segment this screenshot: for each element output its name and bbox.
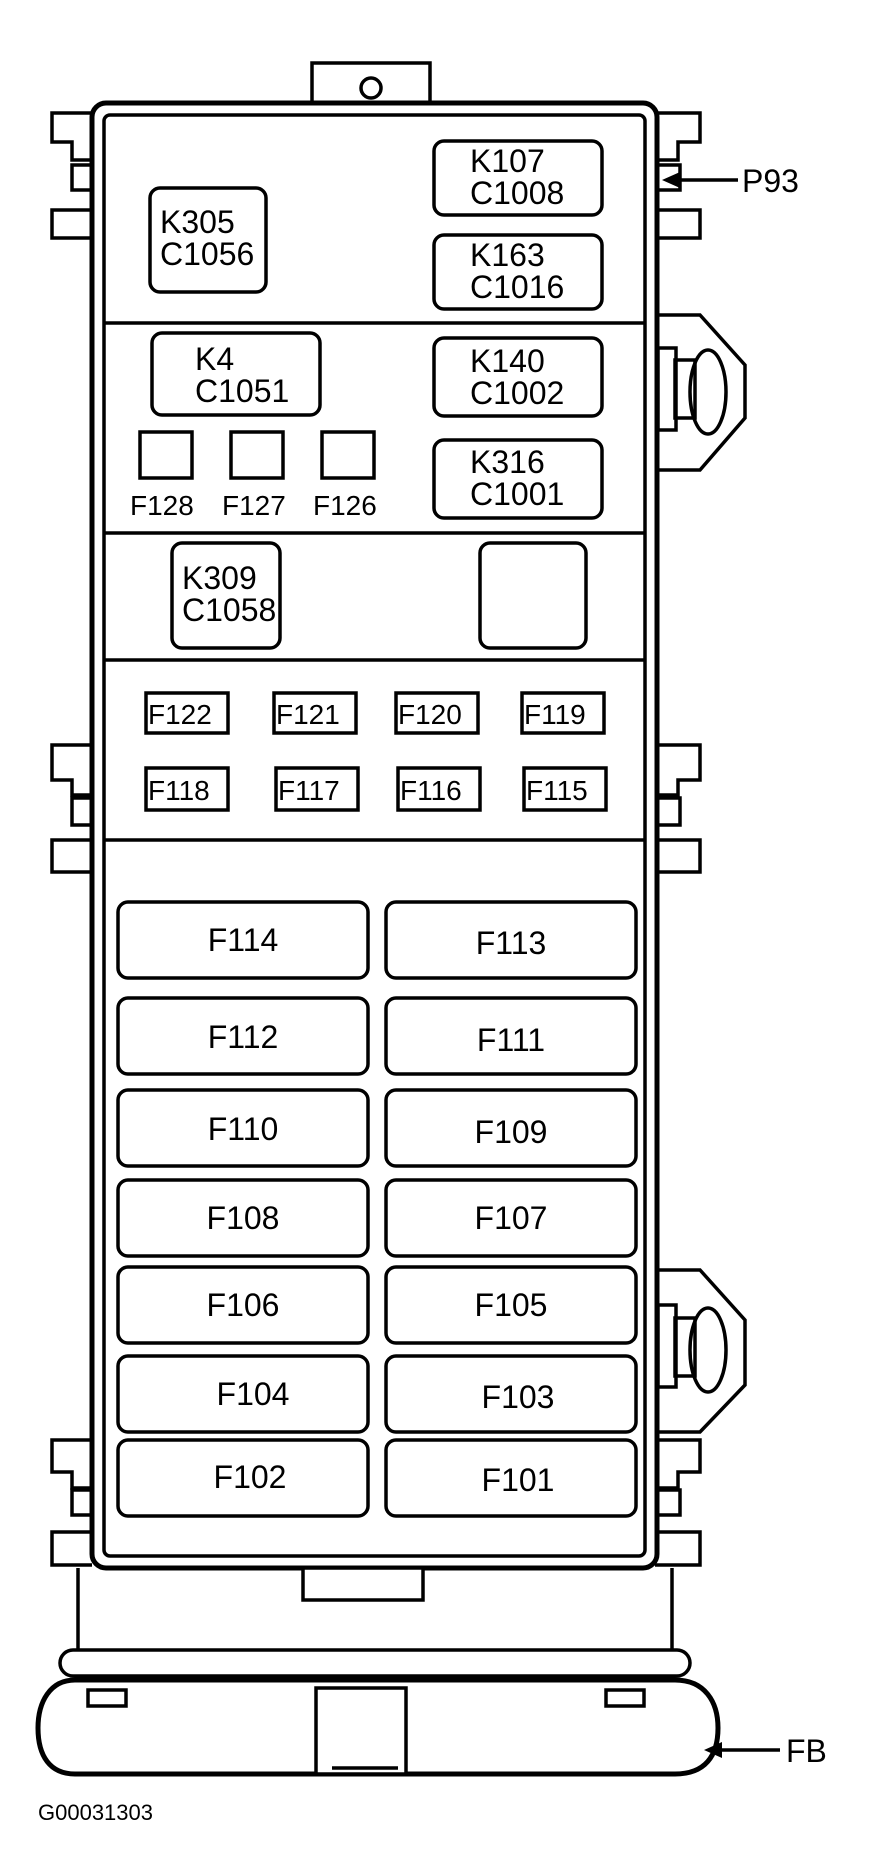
fuse-f105-label: F105: [475, 1287, 548, 1323]
relay-k4-name: K4: [195, 341, 234, 377]
fuse-f120-label: F120: [398, 699, 462, 730]
relay-k107-connector: C1008: [470, 175, 564, 211]
callout-p93-label: P93: [742, 163, 799, 199]
relay-k305: K305 C1056: [148, 186, 268, 294]
fuse-f103-label: F103: [482, 1379, 555, 1415]
fuse-f117: F117: [274, 766, 360, 812]
top-tab: [310, 61, 432, 105]
fuse-f106: F106: [116, 1265, 370, 1345]
callout-p93: P93: [662, 163, 799, 199]
fuse-f101: F101: [384, 1438, 638, 1518]
fuse-f128: F128: [130, 430, 194, 521]
fuse-f119-label: F119: [524, 699, 586, 730]
upper-latch: [656, 313, 747, 472]
fuse-f118-label: F118: [148, 775, 210, 806]
fuse-f103: F103: [384, 1354, 638, 1434]
fuse-f111: F111: [384, 996, 638, 1076]
mini-fuse-row-2: F118 F117 F116 F115: [144, 766, 608, 812]
figure-id: G00031303: [38, 1800, 153, 1825]
fuse-f117-label: F117: [278, 775, 340, 806]
fuse-f101-label: F101: [482, 1462, 555, 1498]
relay-k140: K140 C1002: [432, 336, 604, 418]
fuse-f127: F127: [222, 430, 286, 521]
fuse-f126-label: F126: [313, 490, 377, 521]
relay-k4: K4 C1051: [150, 331, 322, 417]
fuse-f118: F118: [144, 766, 230, 812]
fuse-f120: F120: [394, 691, 480, 735]
fuse-f102-label: F102: [214, 1459, 287, 1495]
fuse-f114: F114: [116, 900, 370, 980]
fuse-f109: F109: [384, 1088, 638, 1168]
fuse-f115-label: F115: [526, 775, 588, 806]
callout-fb-label: FB: [786, 1733, 827, 1769]
fuse-f112-label: F112: [208, 1019, 279, 1055]
relay-k316-name: K316: [470, 444, 545, 480]
fuse-box-base: [35, 1566, 721, 1777]
fuse-f121-label: F121: [276, 699, 340, 730]
relay-k107-name: K107: [470, 143, 545, 179]
relay-k140-connector: C1002: [470, 375, 564, 411]
fuse-f111-label: F111: [477, 1022, 545, 1058]
relay-k140-name: K140: [470, 343, 545, 379]
fuse-f126: F126: [313, 430, 377, 521]
fuse-f128-label: F128: [130, 490, 194, 521]
relay-k107: K107 C1008: [432, 139, 604, 217]
relay-k305-connector: C1056: [160, 236, 254, 272]
fuse-f105: F105: [384, 1265, 638, 1345]
fuse-f127-label: F127: [222, 490, 286, 521]
fuse-f110-label: F110: [208, 1111, 279, 1147]
relay-k309-name: K309: [182, 560, 257, 596]
relay-k309: K309 C1058: [170, 541, 282, 650]
fuse-f114-label: F114: [208, 922, 279, 958]
fuse-f109-label: F109: [475, 1114, 548, 1150]
fuse-f122: F122: [144, 691, 230, 735]
left-clips: [50, 111, 92, 1567]
relay-k316-connector: C1001: [470, 476, 564, 512]
relay-k309-connector: C1058: [182, 592, 276, 628]
relay-k305-name: K305: [160, 204, 235, 240]
right-clips: [655, 111, 702, 1567]
fuse-f104: F104: [116, 1354, 370, 1434]
fuse-f113-label: F113: [476, 925, 547, 961]
fuse-f108-label: F108: [207, 1200, 280, 1236]
fuse-f106-label: F106: [207, 1287, 280, 1323]
relay-k316: K316 C1001: [432, 438, 604, 520]
maxi-fuse-grid: F114 F113 F112 F111 F110 F109 F108 F107 …: [116, 900, 638, 1518]
relay-k163-name: K163: [470, 237, 545, 273]
fuse-f113: F113: [384, 900, 638, 980]
fuse-f107: F107: [384, 1178, 638, 1258]
fuse-f121: F121: [272, 691, 358, 735]
lower-latch: [656, 1268, 747, 1434]
fuse-f122-label: F122: [148, 699, 212, 730]
mini-fuse-row-1: F122 F121 F120 F119: [144, 691, 606, 735]
fuse-f116-label: F116: [400, 775, 462, 806]
relay-k163: K163 C1016: [432, 233, 604, 311]
fuse-f110: F110: [116, 1088, 370, 1168]
fuse-f116: F116: [396, 766, 482, 812]
fuse-f107-label: F107: [475, 1200, 548, 1236]
fuse-f115: F115: [522, 766, 608, 812]
fuse-box-inner-frame: [102, 113, 647, 1558]
fuse-f104-label: F104: [217, 1376, 290, 1412]
callout-fb: FB: [704, 1733, 827, 1769]
fuse-f108: F108: [116, 1178, 370, 1258]
relay-k4-connector: C1051: [195, 373, 289, 409]
fuse-f119: F119: [520, 691, 606, 735]
fuse-f112: F112: [116, 996, 370, 1076]
relay-k163-connector: C1016: [470, 269, 564, 305]
fuse-f102: F102: [116, 1438, 370, 1518]
empty-relay-slot: [478, 541, 588, 650]
